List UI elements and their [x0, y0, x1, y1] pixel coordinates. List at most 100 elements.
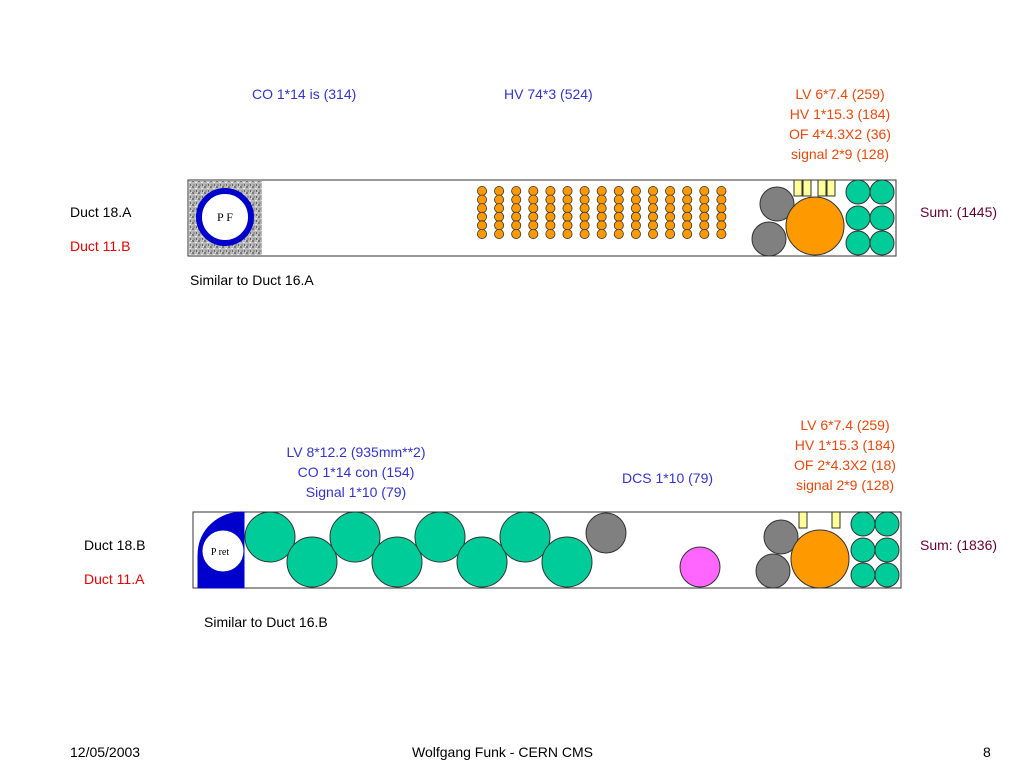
- lower-right-label-signal: signal 2*9 (128): [795, 477, 895, 493]
- lower-orange-cable: [790, 529, 850, 589]
- upper-hv-cable: [716, 185, 727, 196]
- upper-hv-cable: [648, 228, 659, 239]
- lower-lv-cable: [456, 536, 508, 588]
- upper-right-label-hv: HV 1*15.3 (184): [789, 106, 891, 122]
- upper-orange-cable: [785, 196, 845, 256]
- upper-hv-cable: [579, 211, 590, 222]
- upper-hv-cable: [648, 211, 659, 222]
- upper-hv-cable: [648, 194, 659, 205]
- upper-duct-secondary: Duct 11.B: [70, 238, 131, 254]
- lower-yellow-fiber-2: [831, 511, 841, 529]
- upper-right-label-signal: signal 2*9 (128): [790, 146, 890, 162]
- lower-duct-secondary: Duct 11.A: [84, 571, 145, 587]
- upper-hv-cable: [630, 211, 641, 222]
- upper-hv-cable: [494, 228, 505, 239]
- lower-gray-cable-bottom: [755, 553, 791, 589]
- lower-left-labels: LV 8*12.2 (935mm**2) CO 1*14 con (154) S…: [256, 442, 456, 502]
- upper-hv-cable: [630, 194, 641, 205]
- lower-similar: Similar to Duct 16.B: [204, 614, 328, 630]
- upper-hv-cable: [665, 228, 676, 239]
- upper-yellow-fiber-3: [817, 179, 827, 197]
- lower-lv-cable: [371, 536, 423, 588]
- lower-pret-label: P ret: [211, 547, 229, 558]
- upper-hv-cable: [613, 203, 624, 214]
- upper-hv-cable: [665, 220, 676, 231]
- upper-hv-cable: [579, 220, 590, 231]
- upper-hv-cable: [682, 211, 693, 222]
- lower-sum: Sum: (1836): [920, 537, 998, 553]
- upper-hv-cable: [630, 185, 641, 196]
- lower-signal-cables: [850, 511, 900, 588]
- upper-signal-cable: [845, 179, 871, 205]
- upper-yellow-fiber-4: [826, 179, 836, 197]
- upper-hv-cable: [648, 203, 659, 214]
- upper-hv-cable: [494, 203, 505, 214]
- upper-hv-cable: [562, 194, 573, 205]
- upper-hv-cable: [494, 211, 505, 222]
- upper-hv-cable: [528, 211, 539, 222]
- upper-hv-cable: [545, 194, 556, 205]
- upper-hv-cable: [562, 220, 573, 231]
- upper-hv-cable: [699, 220, 710, 231]
- lower-lv-cable: [414, 511, 466, 563]
- upper-hv-cable: [562, 185, 573, 196]
- upper-co-label: CO 1*14 is (314): [252, 86, 357, 102]
- upper-hv-cable: [613, 220, 624, 231]
- lower-signal-cable: [850, 537, 876, 563]
- lower-right-label-hv: HV 1*15.3 (184): [794, 437, 896, 453]
- upper-hv-cable: [476, 220, 487, 231]
- upper-hv-cable: [716, 203, 727, 214]
- upper-hv-cable: [665, 211, 676, 222]
- upper-hv-cable: [579, 185, 590, 196]
- upper-gray-cable-top: [759, 186, 795, 222]
- upper-hv-cable: [682, 203, 693, 214]
- upper-hv-cable: [545, 185, 556, 196]
- upper-hv-cable: [682, 228, 693, 239]
- lower-signal-cable: [850, 562, 876, 588]
- upper-hv-cable: [665, 185, 676, 196]
- upper-right-label-lv: LV 6*7.4 (259): [795, 86, 885, 102]
- lower-lv-cables: [244, 511, 593, 588]
- upper-hv-cable: [699, 211, 710, 222]
- lower-right-label-of: OF 2*4.3X2 (18): [794, 457, 896, 473]
- upper-hv-cable: [476, 194, 487, 205]
- upper-hv-cable: [528, 203, 539, 214]
- upper-hv-cable: [562, 211, 573, 222]
- upper-duct-primary: Duct 18.A: [70, 204, 132, 220]
- upper-right-label-of: OF 4*4.3X2 (36): [789, 126, 891, 142]
- lower-gray-cable-top: [763, 519, 799, 555]
- upper-hv-cable: [494, 194, 505, 205]
- lower-lv-cable: [244, 511, 296, 563]
- upper-pf-pipe: [196, 188, 254, 246]
- upper-yellow-fiber-2: [802, 179, 812, 197]
- upper-hv-cable: [716, 220, 727, 231]
- upper-similar: Similar to Duct 16.A: [190, 272, 314, 288]
- upper-signal-cable: [869, 230, 895, 256]
- upper-hv-cable: [494, 220, 505, 231]
- upper-hv-cable: [545, 228, 556, 239]
- upper-hv-cable: [665, 194, 676, 205]
- upper-hv-cable: [682, 194, 693, 205]
- lower-duct-primary: Duct 18.B: [84, 537, 146, 553]
- upper-hv-cable: [528, 194, 539, 205]
- upper-hv-cable: [579, 228, 590, 239]
- upper-hv-cable: [682, 220, 693, 231]
- lower-co-cable: [585, 512, 627, 554]
- upper-hv-cable: [511, 228, 522, 239]
- upper-hv-cable: [648, 220, 659, 231]
- lower-signal-cable: [874, 537, 900, 563]
- upper-hv-cable: [596, 228, 607, 239]
- upper-hv-cable: [579, 203, 590, 214]
- upper-hv-cable: [511, 185, 522, 196]
- upper-hv-cable: [545, 211, 556, 222]
- upper-hv-label: HV 74*3 (524): [504, 86, 593, 102]
- upper-hv-cable: [545, 220, 556, 231]
- upper-signal-cable: [845, 205, 871, 231]
- upper-hv-cable: [511, 194, 522, 205]
- lower-dcs-label: DCS 1*10 (79): [622, 470, 714, 486]
- upper-hv-cable: [511, 220, 522, 231]
- lower-lv-cable: [329, 511, 381, 563]
- upper-gray-cable-bottom: [751, 221, 787, 257]
- upper-hv-cable: [528, 185, 539, 196]
- lower-lv-cable: [286, 536, 338, 588]
